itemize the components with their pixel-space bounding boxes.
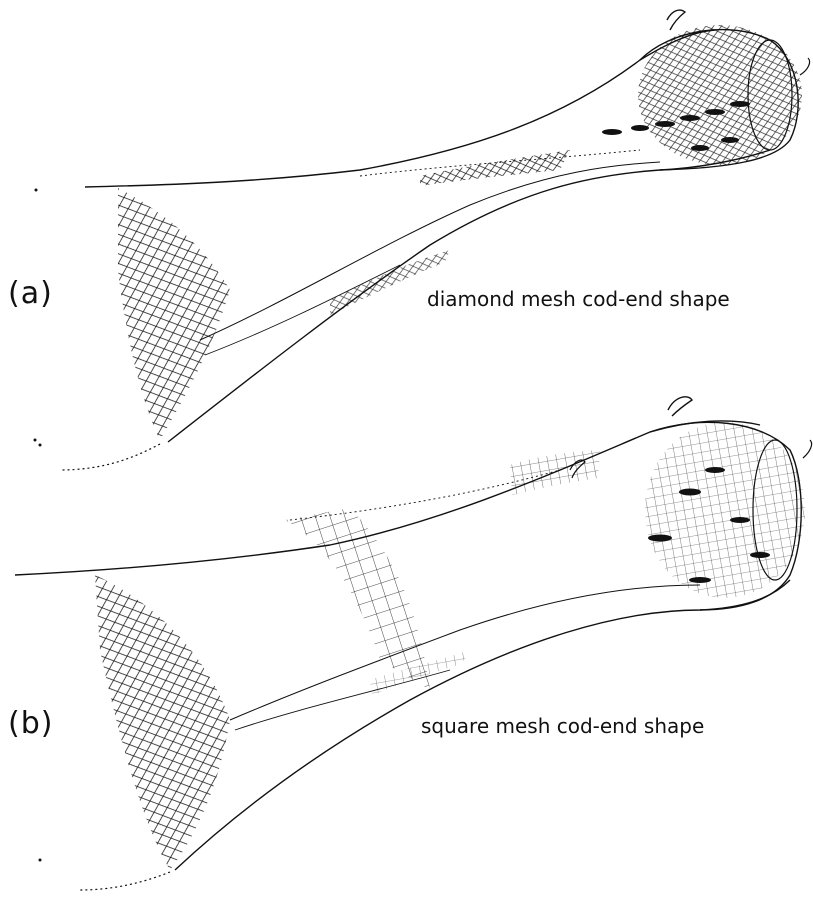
panel-b-cod-end-mesh	[645, 422, 805, 598]
panel-a-tail-rope	[800, 58, 810, 75]
panel-a-caption: diamond mesh cod-end shape	[427, 287, 730, 311]
panel-b-mid-square-mesh	[285, 508, 430, 690]
fish-icon	[705, 467, 725, 473]
fish-icon	[689, 577, 711, 583]
panel-a-mouth-mesh	[118, 188, 230, 440]
panel-a-label: (a)	[8, 276, 53, 311]
panel-a-mid-mesh	[420, 150, 570, 186]
panel-b-mouth-mesh	[95, 575, 230, 870]
panel-b-label: (b)	[8, 706, 53, 741]
panel-b-caption: square mesh cod-end shape	[421, 714, 704, 738]
panel-a-net-middle-fold	[200, 162, 660, 340]
panel-a-mouth-rim	[60, 444, 160, 470]
fish-icon	[691, 145, 709, 151]
panel-a-cod-end-mesh	[638, 25, 802, 165]
panel-b-escaping-fish-icon	[668, 397, 692, 416]
fish-icon	[655, 121, 675, 127]
fish-icon	[602, 129, 622, 135]
panel-b-tail-rope	[803, 440, 812, 458]
fish-icon	[648, 535, 672, 542]
panel-a-dot	[35, 189, 38, 192]
panel-b-center-square-mesh	[510, 450, 600, 495]
fish-icon	[730, 517, 750, 523]
fish-icon	[679, 489, 701, 496]
panel-b-square-net-drawing	[15, 397, 812, 890]
panel-b-dot	[39, 859, 42, 862]
fish-icon	[705, 109, 725, 115]
panel-b-mouth-rim	[80, 872, 170, 890]
panel-a-dot	[39, 444, 42, 447]
fish-icon	[721, 137, 739, 143]
fish-icon	[730, 101, 750, 107]
panel-a-diamond-net-drawing	[35, 10, 810, 470]
panel-a-net-top-edge	[85, 30, 715, 187]
fish-icon	[680, 115, 700, 121]
panel-a-escaping-fish-icon	[667, 10, 685, 30]
fish-icon	[631, 125, 649, 131]
panel-a-net-lower-fold	[205, 265, 400, 355]
fish-icon	[750, 552, 770, 558]
panel-b-dot	[34, 439, 37, 442]
